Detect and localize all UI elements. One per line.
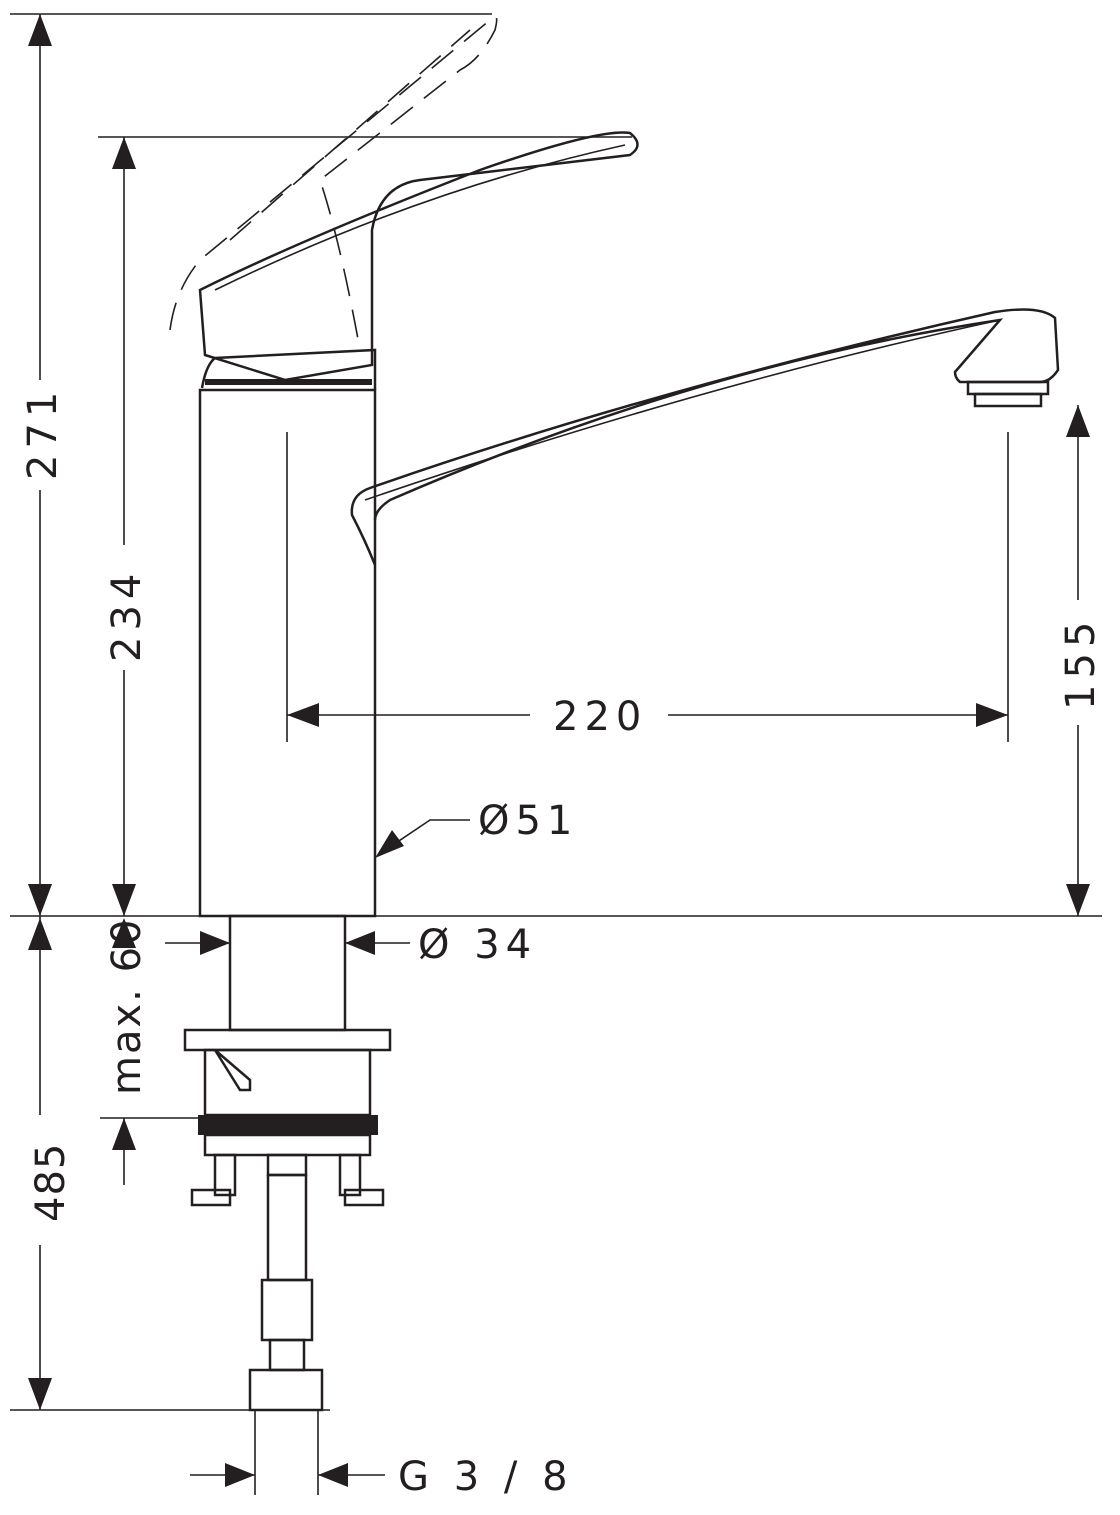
dimension-485-label: 485 bbox=[28, 1143, 74, 1222]
dimension-234: 234 bbox=[104, 137, 150, 916]
dimension-max-60: max. 60 bbox=[104, 918, 150, 1185]
lever-raised-outline bbox=[169, 15, 498, 351]
dimension-220-label: 220 bbox=[553, 694, 647, 740]
dimension-220: 220 bbox=[286, 432, 1009, 742]
mounting-assembly bbox=[183, 914, 392, 1412]
dimension-g38: G 3 / 8 bbox=[190, 1410, 574, 1500]
dimension-diameter-51: Ø51 bbox=[375, 798, 578, 858]
dimension-485: 485 bbox=[28, 916, 74, 1410]
g38-label: G 3 / 8 bbox=[398, 1454, 574, 1500]
dimension-271: 271 bbox=[20, 14, 66, 916]
spout bbox=[350, 308, 1060, 566]
max-60-label: max. 60 bbox=[104, 918, 150, 1095]
dimension-271-label: 271 bbox=[20, 386, 66, 480]
dimension-155: 155 bbox=[1058, 405, 1104, 916]
dimension-155-label: 155 bbox=[1058, 616, 1104, 710]
diameter-34-label: Ø 34 bbox=[418, 922, 537, 968]
dimension-234-label: 234 bbox=[104, 568, 150, 662]
diameter-51-label: Ø51 bbox=[478, 798, 578, 844]
dimension-diameter-34: Ø 34 bbox=[165, 922, 537, 968]
lever-handle bbox=[198, 131, 639, 382]
